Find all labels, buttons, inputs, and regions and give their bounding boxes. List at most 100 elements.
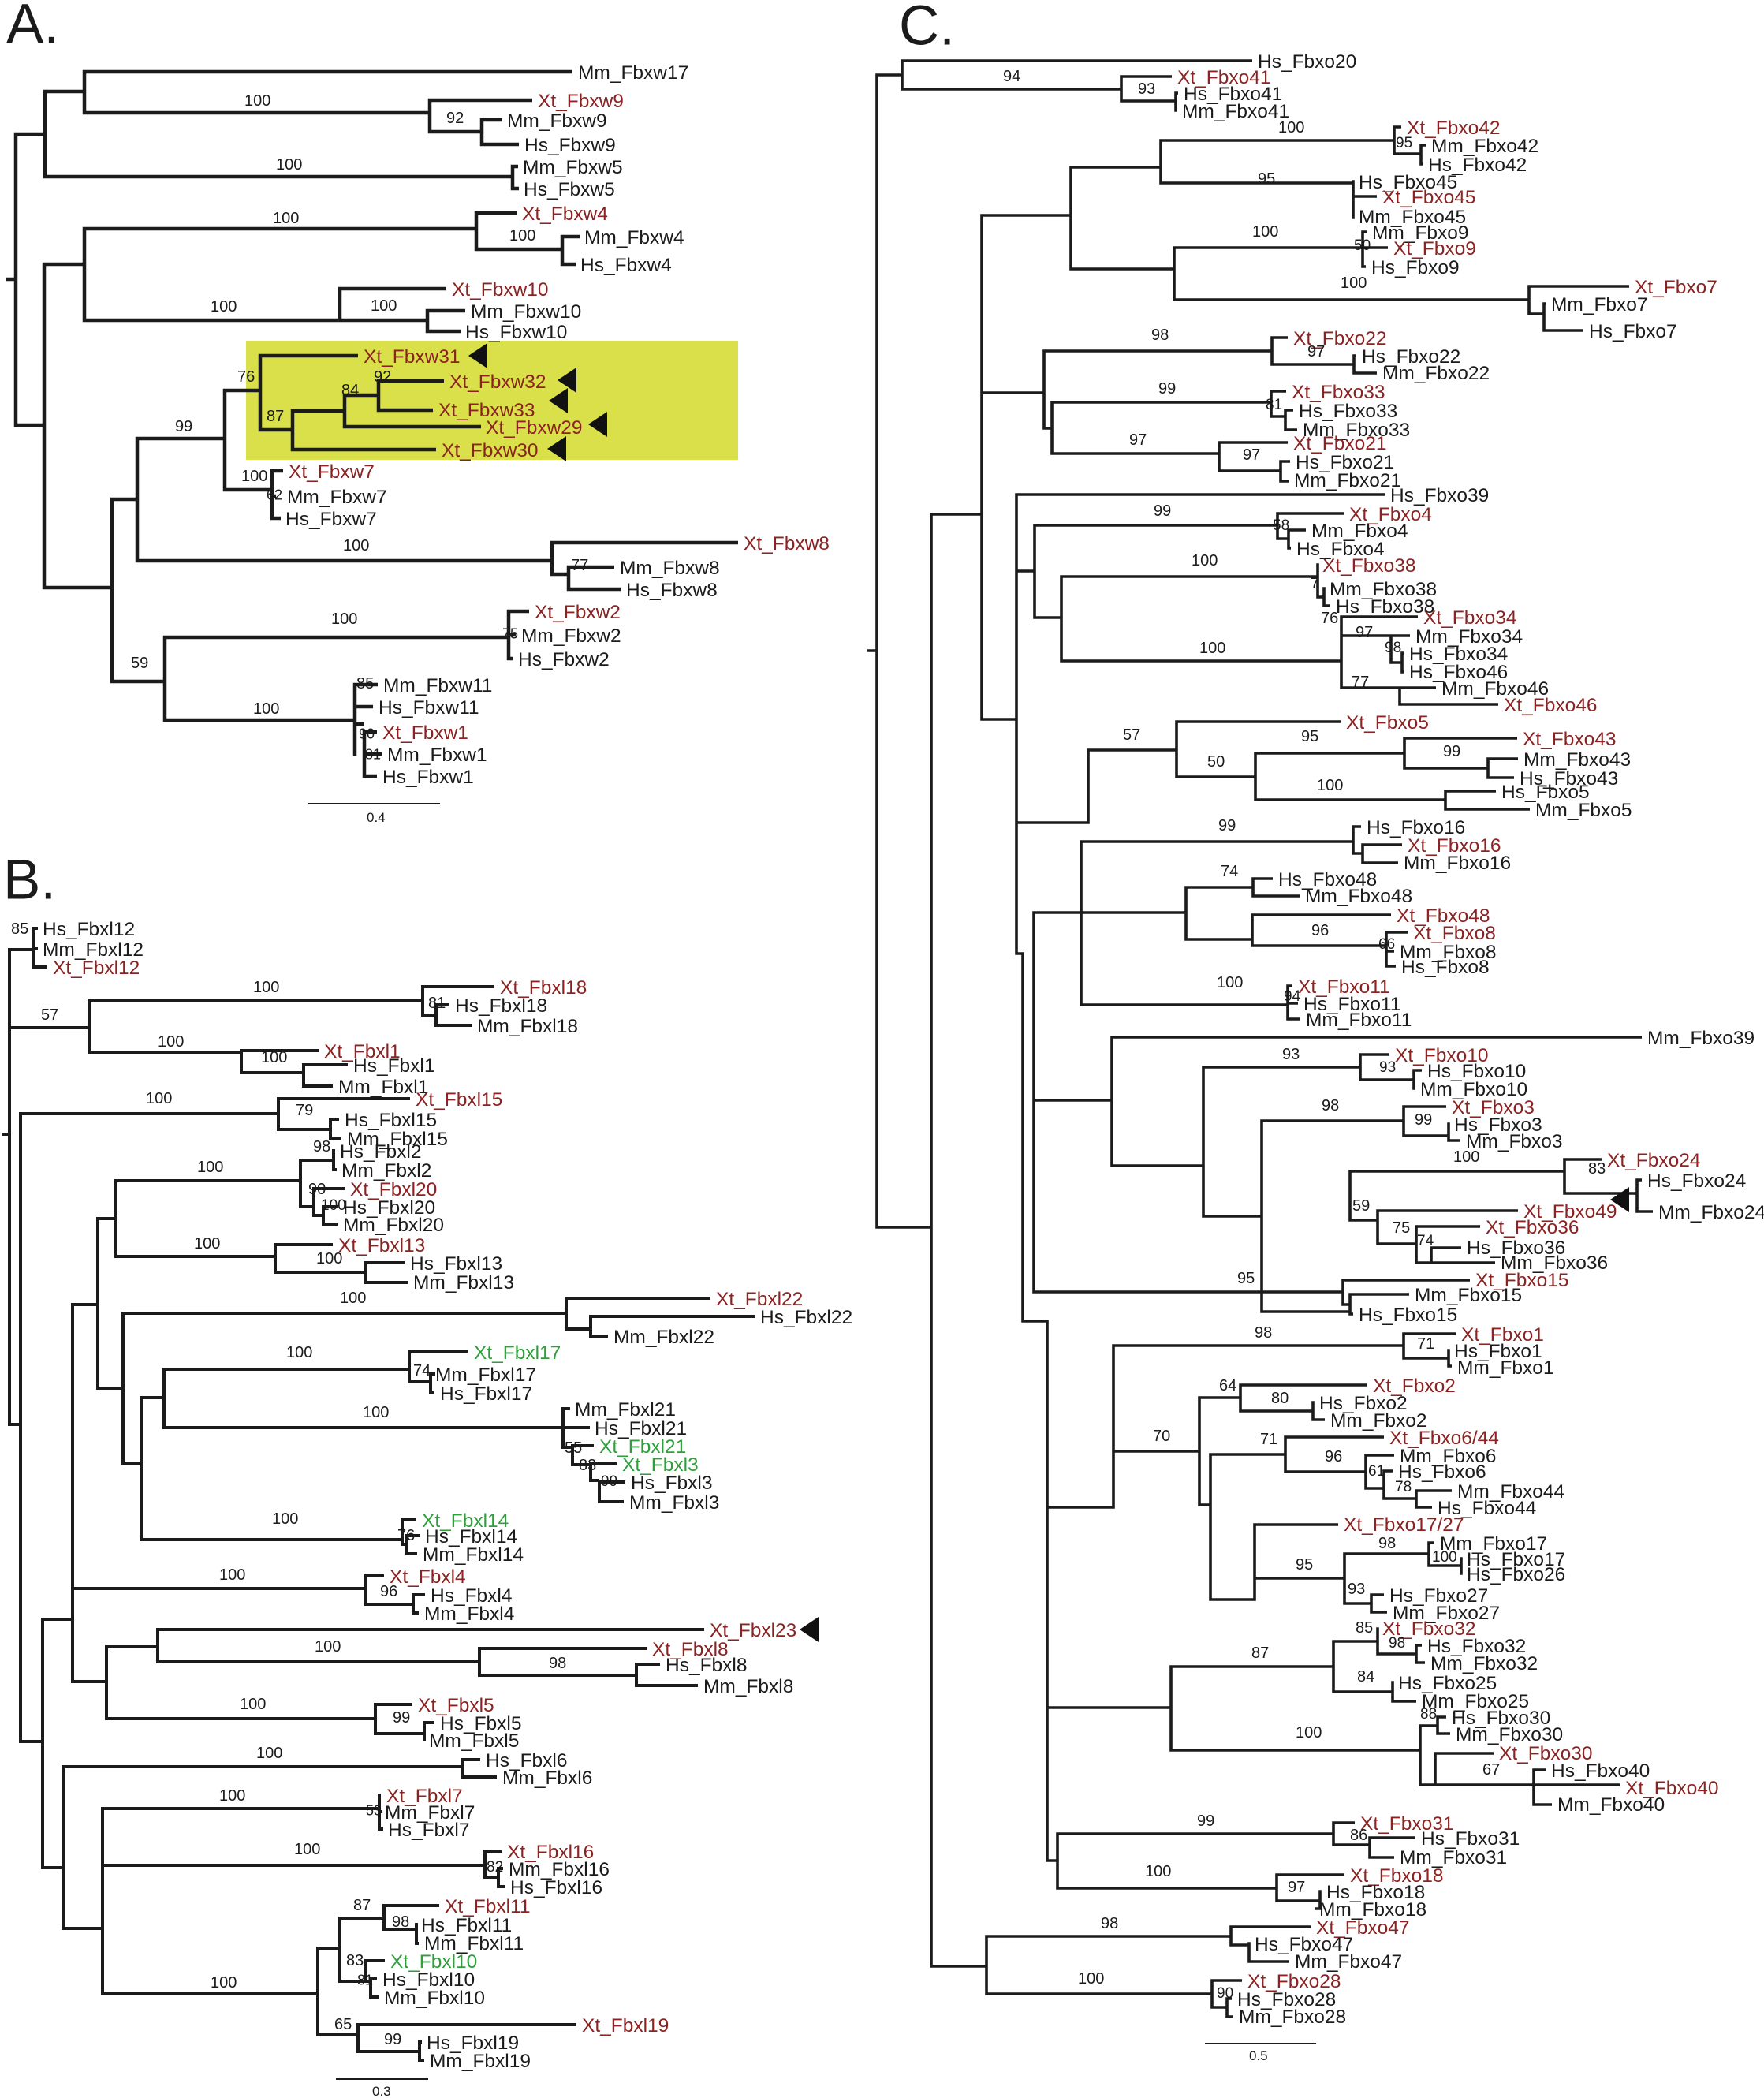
svg-text:100: 100 <box>241 468 267 485</box>
svg-text:57: 57 <box>1123 726 1140 744</box>
svg-text:Xt_Fbxo28: Xt_Fbxo28 <box>1247 1971 1341 1992</box>
svg-text:81: 81 <box>365 746 381 762</box>
svg-text:Hs_Fbxw5: Hs_Fbxw5 <box>524 179 615 200</box>
svg-text:Xt_Fbxw2: Xt_Fbxw2 <box>535 602 621 623</box>
svg-text:76: 76 <box>1321 610 1338 627</box>
svg-text:50: 50 <box>1354 237 1371 254</box>
svg-text:95: 95 <box>1237 1270 1255 1287</box>
svg-text:Hs_Fbxl11: Hs_Fbxl11 <box>421 1915 512 1936</box>
svg-text:Xt_Fbxw29: Xt_Fbxw29 <box>486 417 583 439</box>
svg-text:Xt_Fbxl17: Xt_Fbxl17 <box>474 1342 561 1364</box>
svg-text:Mm_Fbxo36: Mm_Fbxo36 <box>1501 1252 1608 1274</box>
svg-text:93: 93 <box>1348 1581 1365 1598</box>
svg-text:90: 90 <box>359 726 375 741</box>
svg-text:76: 76 <box>237 368 255 386</box>
svg-text:Mm_Fbxo25: Mm_Fbxo25 <box>1422 1691 1529 1712</box>
svg-text:Xt_Fbxo41: Xt_Fbxo41 <box>1177 67 1271 88</box>
svg-text:100: 100 <box>343 537 369 554</box>
svg-text:87: 87 <box>353 1897 371 1914</box>
svg-text:Mm_Fbxw10: Mm_Fbxw10 <box>471 301 581 323</box>
svg-text:Mm_Fbxo1: Mm_Fbxo1 <box>1457 1357 1554 1379</box>
svg-text:77: 77 <box>1352 674 1369 691</box>
svg-text:Mm_Fbxl20: Mm_Fbxl20 <box>343 1215 444 1236</box>
svg-text:59: 59 <box>131 655 148 672</box>
svg-text:Mm_Fbxl7: Mm_Fbxl7 <box>385 1802 475 1824</box>
svg-text:Mm_Fbxo46: Mm_Fbxo46 <box>1441 678 1549 700</box>
svg-text:Mm_Fbxo45: Mm_Fbxo45 <box>1359 207 1466 228</box>
svg-text:62: 62 <box>267 487 282 502</box>
svg-text:Xt_Fbxo48: Xt_Fbxo48 <box>1397 905 1490 927</box>
svg-text:0.4: 0.4 <box>367 810 386 825</box>
svg-text:61: 61 <box>1368 1463 1385 1480</box>
svg-text:Xt_Fbxo42: Xt_Fbxo42 <box>1407 118 1501 139</box>
svg-text:Hs_Fbxo8: Hs_Fbxo8 <box>1401 957 1490 978</box>
svg-text:Xt_Fbxl18: Xt_Fbxl18 <box>500 977 587 999</box>
svg-text:Hs_Fbxo21: Hs_Fbxo21 <box>1296 452 1394 473</box>
svg-text:Hs_Fbxo47: Hs_Fbxo47 <box>1255 1934 1353 1955</box>
svg-text:Mm_Fbxl13: Mm_Fbxl13 <box>413 1272 514 1294</box>
svg-text:75: 75 <box>502 625 518 641</box>
svg-text:Mm_Fbxw7: Mm_Fbxw7 <box>287 487 387 508</box>
svg-text:Hs_Fbxw9: Hs_Fbxw9 <box>524 135 616 156</box>
svg-text:Xt_Fbxo10: Xt_Fbxo10 <box>1395 1045 1489 1066</box>
svg-text:Hs_Fbxo15: Hs_Fbxo15 <box>1359 1305 1457 1326</box>
svg-text:Hs_Fbxl19: Hs_Fbxl19 <box>427 2033 519 2054</box>
svg-text:58: 58 <box>1273 517 1289 534</box>
svg-text:Xt_Fbxl16: Xt_Fbxl16 <box>507 1842 594 1863</box>
svg-text:Hs_Fbxo42: Hs_Fbxo42 <box>1428 155 1527 176</box>
svg-text:Mm_Fbxl2: Mm_Fbxl2 <box>341 1160 431 1182</box>
svg-text:100: 100 <box>1317 777 1343 794</box>
svg-text:53: 53 <box>366 1802 382 1818</box>
svg-text:78: 78 <box>1395 1479 1412 1495</box>
svg-text:Mm_Fbxo42: Mm_Fbxo42 <box>1431 136 1538 157</box>
svg-text:Xt_Fbxl12: Xt_Fbxl12 <box>53 958 140 979</box>
svg-text:Mm_Fbxo43: Mm_Fbxo43 <box>1523 749 1631 771</box>
svg-text:Xt_Fbxo22: Xt_Fbxo22 <box>1293 328 1387 349</box>
svg-text:Xt_Fbxo38: Xt_Fbxo38 <box>1322 555 1416 577</box>
svg-text:100: 100 <box>1252 223 1278 241</box>
svg-text:Hs_Fbxo18: Hs_Fbxo18 <box>1326 1882 1425 1903</box>
svg-text:96: 96 <box>1311 922 1329 939</box>
svg-text:100: 100 <box>276 156 302 174</box>
svg-text:100: 100 <box>286 1344 312 1361</box>
svg-text:Xt_Fbxo8: Xt_Fbxo8 <box>1413 923 1496 944</box>
svg-text:Xt_Fbxo9: Xt_Fbxo9 <box>1393 238 1476 259</box>
svg-text:86: 86 <box>1350 1827 1367 1844</box>
svg-text:Mm_Fbxl15: Mm_Fbxl15 <box>347 1129 448 1150</box>
svg-text:Mm_Fbxo7: Mm_Fbxo7 <box>1551 294 1648 315</box>
svg-text:Mm_Fbxo16: Mm_Fbxo16 <box>1404 853 1511 874</box>
svg-text:Mm_Fbxl6: Mm_Fbxl6 <box>502 1768 592 1789</box>
svg-text:C.: C. <box>899 0 955 58</box>
svg-text:Xt_Fbxl22: Xt_Fbxl22 <box>716 1289 803 1310</box>
svg-text:Hs_Fbxl12: Hs_Fbxl12 <box>43 919 135 940</box>
svg-text:Hs_Fbxo5: Hs_Fbxo5 <box>1501 782 1590 803</box>
svg-text:Hs_Fbxl20: Hs_Fbxl20 <box>343 1197 435 1219</box>
svg-text:100: 100 <box>253 979 279 996</box>
svg-text:99: 99 <box>601 1473 617 1490</box>
svg-text:94: 94 <box>1003 68 1020 85</box>
svg-text:79: 79 <box>296 1102 313 1119</box>
svg-text:Mm_Fbxl12: Mm_Fbxl12 <box>43 939 144 961</box>
svg-text:100: 100 <box>1217 974 1243 991</box>
svg-text:Mm_Fbxl10: Mm_Fbxl10 <box>384 1988 485 2009</box>
svg-text:Xt_Fbxo16: Xt_Fbxo16 <box>1408 835 1501 857</box>
svg-text:Hs_Fbxo31: Hs_Fbxo31 <box>1421 1828 1520 1850</box>
svg-text:7: 7 <box>1311 576 1319 592</box>
svg-text:Hs_Fbxl22: Hs_Fbxl22 <box>760 1307 852 1328</box>
svg-text:Hs_Fbxo26: Hs_Fbxo26 <box>1467 1564 1565 1585</box>
svg-text:100: 100 <box>273 210 299 227</box>
svg-text:Xt_Fbxo21: Xt_Fbxo21 <box>1293 433 1387 454</box>
svg-text:100: 100 <box>1145 1863 1171 1880</box>
svg-text:94: 94 <box>1284 988 1301 1005</box>
svg-text:Mm_Fbxw9: Mm_Fbxw9 <box>507 110 607 132</box>
svg-text:100: 100 <box>1341 274 1367 292</box>
svg-text:100: 100 <box>321 1197 346 1214</box>
svg-text:100: 100 <box>371 297 397 315</box>
svg-text:80: 80 <box>1271 1390 1289 1407</box>
svg-text:Xt_Fbxl1: Xt_Fbxl1 <box>324 1041 401 1062</box>
svg-text:Mm_Fbxo32: Mm_Fbxo32 <box>1430 1653 1538 1674</box>
svg-text:Mm_Fbxo17: Mm_Fbxo17 <box>1440 1533 1547 1555</box>
svg-text:Hs_Fbxo43: Hs_Fbxo43 <box>1520 768 1618 790</box>
svg-text:Hs_Fbxo32: Hs_Fbxo32 <box>1427 1636 1526 1657</box>
svg-text:Hs_Fbxo39: Hs_Fbxo39 <box>1390 485 1489 506</box>
